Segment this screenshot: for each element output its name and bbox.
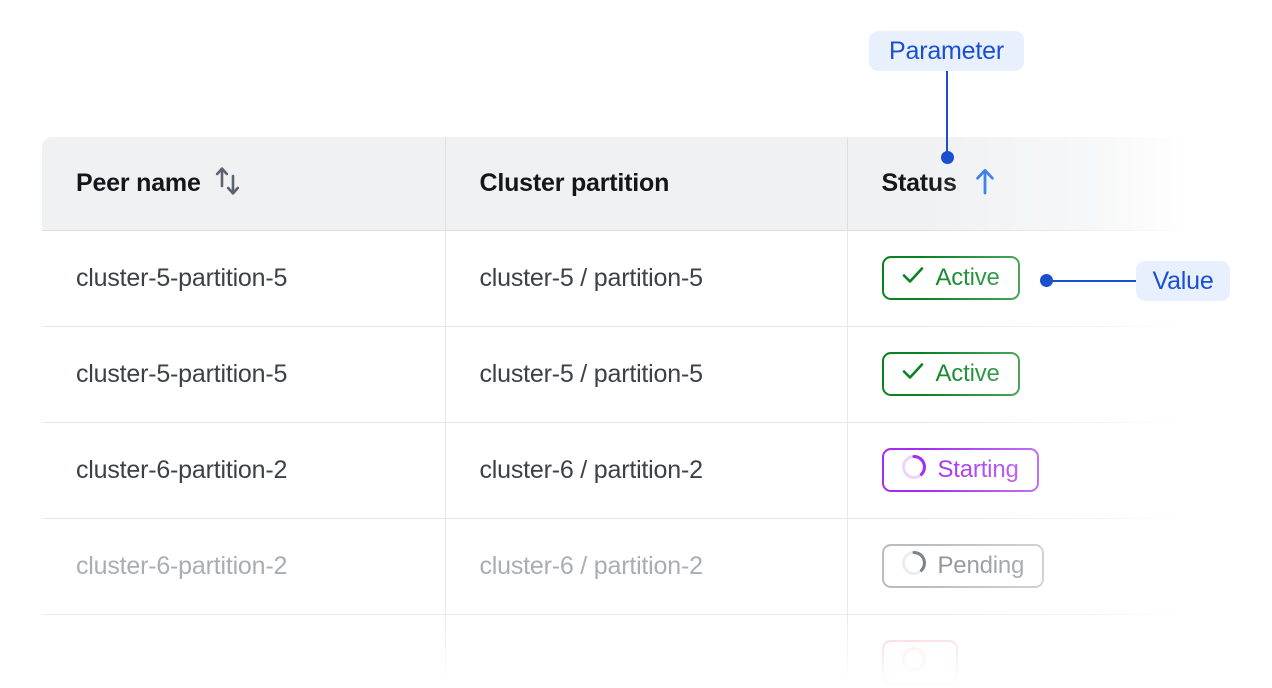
table-row[interactable]: cluster-6-partition-2 cluster-6 / partit…	[42, 518, 1192, 615]
status-badge: Active	[881, 352, 1020, 396]
table-row[interactable]	[42, 614, 1192, 688]
peer-name-text: cluster-5-partition-5	[76, 359, 288, 388]
column-header-peer-name[interactable]: Peer name	[42, 137, 446, 231]
annotation-value-leader-line	[1046, 280, 1136, 282]
cell-peer-name: cluster-5-partition-5	[42, 230, 446, 327]
column-header-peer-name-label: Peer name	[76, 168, 201, 197]
cluster-partition-text: cluster-6 / partition-2	[479, 455, 703, 484]
status-badge-label: Pending	[937, 552, 1025, 579]
cell-status: Active	[847, 326, 1192, 423]
sort-asc-icon[interactable]	[970, 165, 1000, 202]
status-badge-label: Active	[935, 360, 1000, 387]
table-row[interactable]: cluster-5-partition-5 cluster-5 / partit…	[42, 230, 1192, 327]
peer-name-text: cluster-6-partition-2	[76, 455, 288, 484]
column-header-status[interactable]: Status	[847, 137, 1192, 231]
cluster-partition-text: cluster-6 / partition-2	[479, 551, 703, 580]
cluster-partition-text: cluster-5 / partition-5	[479, 359, 703, 388]
spinner-icon	[900, 645, 928, 680]
status-badge-label: Starting	[937, 456, 1019, 483]
cell-peer-name	[42, 614, 446, 688]
annotation-parameter-leader-line	[946, 71, 948, 157]
peer-table-head: Peer name	[42, 137, 1192, 231]
spinner-icon	[900, 453, 928, 488]
status-badge: Starting	[881, 448, 1039, 492]
cell-cluster-partition: cluster-6 / partition-2	[445, 518, 848, 615]
annotation-value-label: Value	[1136, 261, 1230, 301]
peer-table-fade-layer: Peer name	[42, 137, 1192, 688]
cell-status	[847, 614, 1192, 688]
table-header-row: Peer name	[42, 137, 1192, 231]
column-header-cluster-partition[interactable]: Cluster partition	[445, 137, 848, 231]
column-header-status-label: Status	[881, 168, 957, 197]
check-icon	[900, 358, 926, 391]
cell-cluster-partition: cluster-5 / partition-5	[445, 230, 848, 327]
check-icon	[900, 262, 926, 295]
cell-cluster-partition	[445, 614, 848, 688]
table-row[interactable]: cluster-5-partition-5 cluster-5 / partit…	[42, 326, 1192, 423]
cell-peer-name: cluster-5-partition-5	[42, 326, 446, 423]
cell-cluster-partition: cluster-6 / partition-2	[445, 422, 848, 519]
status-badge-label: Active	[935, 264, 1000, 291]
spinner-icon	[900, 549, 928, 584]
table-row[interactable]: cluster-6-partition-2 cluster-6 / partit…	[42, 422, 1192, 519]
cell-peer-name: cluster-6-partition-2	[42, 518, 446, 615]
column-header-cluster-partition-label: Cluster partition	[479, 168, 670, 197]
peer-name-text: cluster-6-partition-2	[76, 551, 288, 580]
status-badge: Pending	[881, 544, 1045, 588]
cell-status: Active	[847, 230, 1192, 327]
peer-table-container: Peer name	[42, 137, 1192, 688]
status-badge: Active	[881, 256, 1020, 300]
peer-table: Peer name	[42, 137, 1192, 688]
cell-peer-name: cluster-6-partition-2	[42, 422, 446, 519]
status-badge	[881, 640, 958, 684]
cluster-partition-text: cluster-5 / partition-5	[479, 263, 703, 292]
cell-status: Starting	[847, 422, 1192, 519]
cell-status: Pending	[847, 518, 1192, 615]
annotation-parameter-label: Parameter	[869, 31, 1024, 71]
peer-table-body: cluster-5-partition-5 cluster-5 / partit…	[42, 230, 1192, 688]
peer-name-text: cluster-5-partition-5	[76, 263, 288, 292]
annotation-value-dot	[1040, 274, 1053, 287]
annotation-parameter-dot	[941, 151, 954, 164]
sort-both-icon[interactable]	[214, 164, 242, 203]
cell-cluster-partition: cluster-5 / partition-5	[445, 326, 848, 423]
